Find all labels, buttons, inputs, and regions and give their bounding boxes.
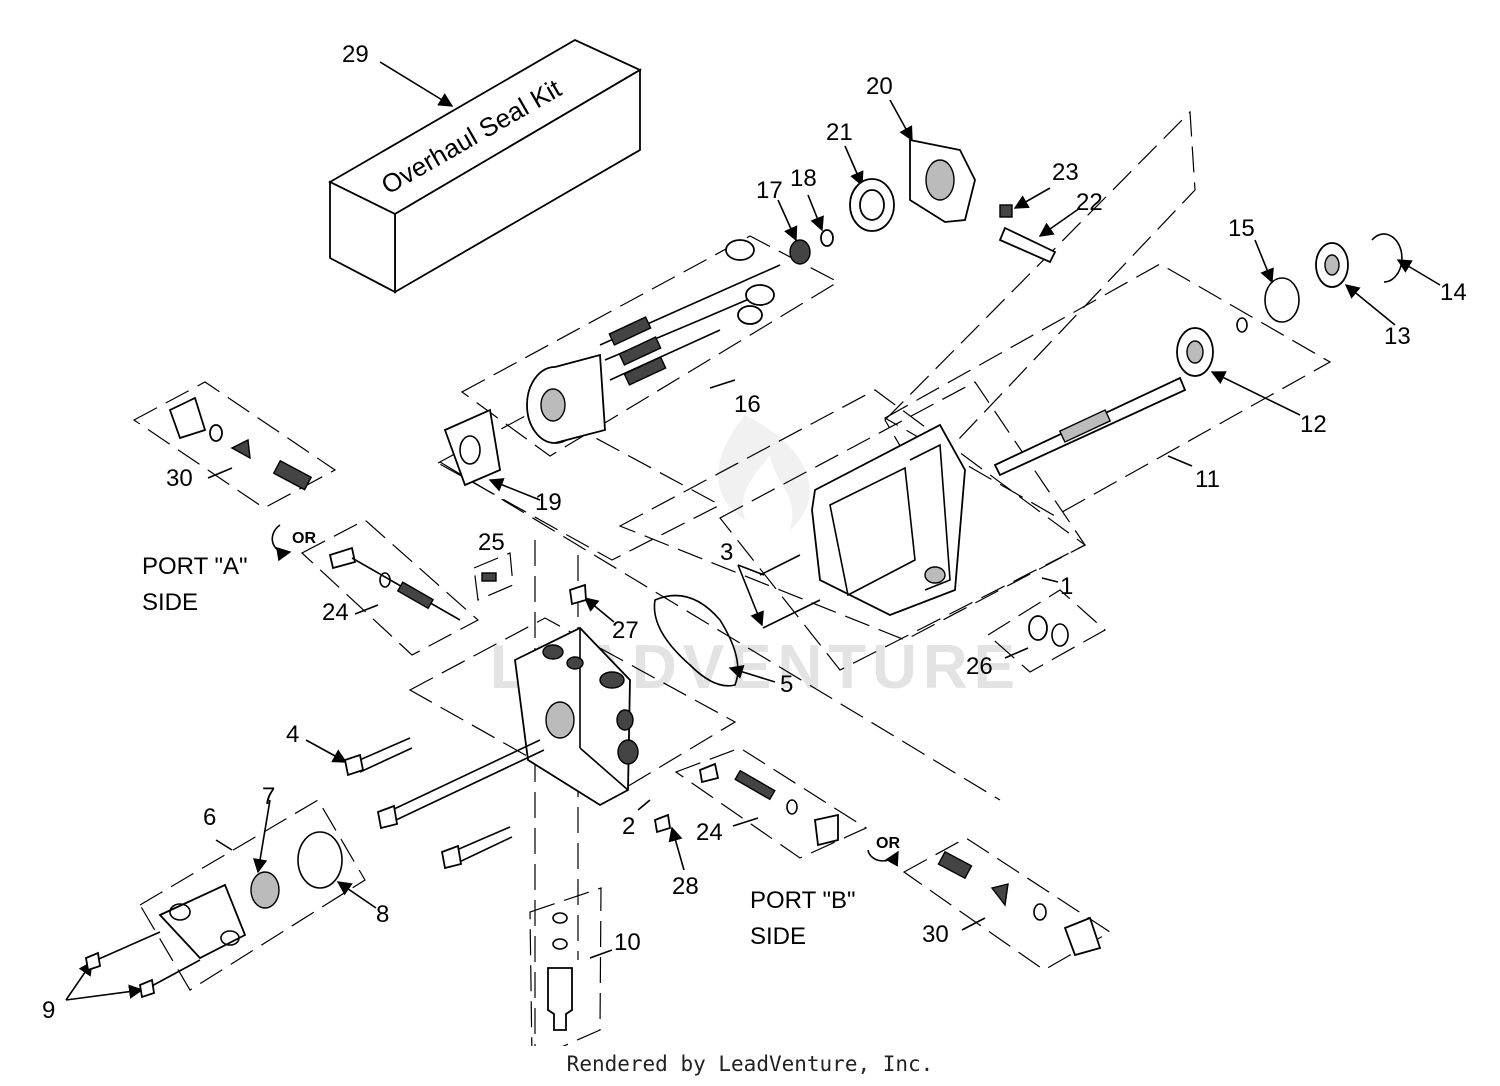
port-b-line1: PORT "B" [750,887,856,914]
watermark-flame-icon [718,415,810,530]
callout-20: 20 [866,73,893,100]
part-shapes [84,138,1403,1031]
callout-9: 9 [42,997,55,1024]
port-b-or: OR [876,835,900,852]
port-b-line2: SIDE [750,923,806,950]
callout-8: 8 [376,901,389,928]
callout-22: 22 [1076,189,1103,216]
callout-10: 10 [614,929,641,956]
callout-7: 7 [262,783,275,810]
callout-19: 19 [535,489,562,516]
callout-4: 4 [286,721,299,748]
callout-16: 16 [734,391,761,418]
callout-28: 28 [672,873,699,900]
callout-6: 6 [203,804,216,831]
callout-3: 3 [720,539,733,566]
callout-18: 18 [790,165,817,192]
callout-5: 5 [780,671,793,698]
exploded-parts-diagram: LEADVENTURE Overhaul Seal Kit [42,38,1467,1046]
callout-11: 11 [1195,466,1220,493]
callout-30-upper: 30 [166,465,193,492]
callout-26: 26 [966,653,993,680]
callout-21: 21 [826,119,853,146]
leader-lines [65,61,1441,1001]
callout-labels: 29 20 21 17 18 23 22 15 14 13 16 12 30 1… [42,41,1467,1024]
port-a-line2: SIDE [142,589,198,616]
callout-25: 25 [478,529,505,556]
port-b-caption: OR PORT "B" SIDE [750,835,900,950]
callout-14: 14 [1440,279,1467,306]
callout-29: 29 [342,41,369,68]
callout-24-lower: 24 [696,819,723,846]
callout-2: 2 [622,813,635,840]
footer-credit: Rendered by LeadVenture, Inc. [566,1052,934,1076]
callout-13: 13 [1384,323,1411,350]
port-a-caption: OR PORT "A" SIDE [142,530,316,616]
port-a-line1: PORT "A" [142,553,248,580]
callout-12: 12 [1300,411,1327,438]
callout-17: 17 [756,177,783,204]
port-a-or: OR [292,530,316,547]
callout-30-lower: 30 [922,921,949,948]
callout-24-upper: 24 [322,599,349,626]
overhaul-seal-kit-box: Overhaul Seal Kit [328,38,642,294]
callout-23: 23 [1052,159,1079,186]
callout-1: 1 [1060,573,1073,600]
callout-27: 27 [612,617,639,644]
callout-15: 15 [1228,215,1255,242]
